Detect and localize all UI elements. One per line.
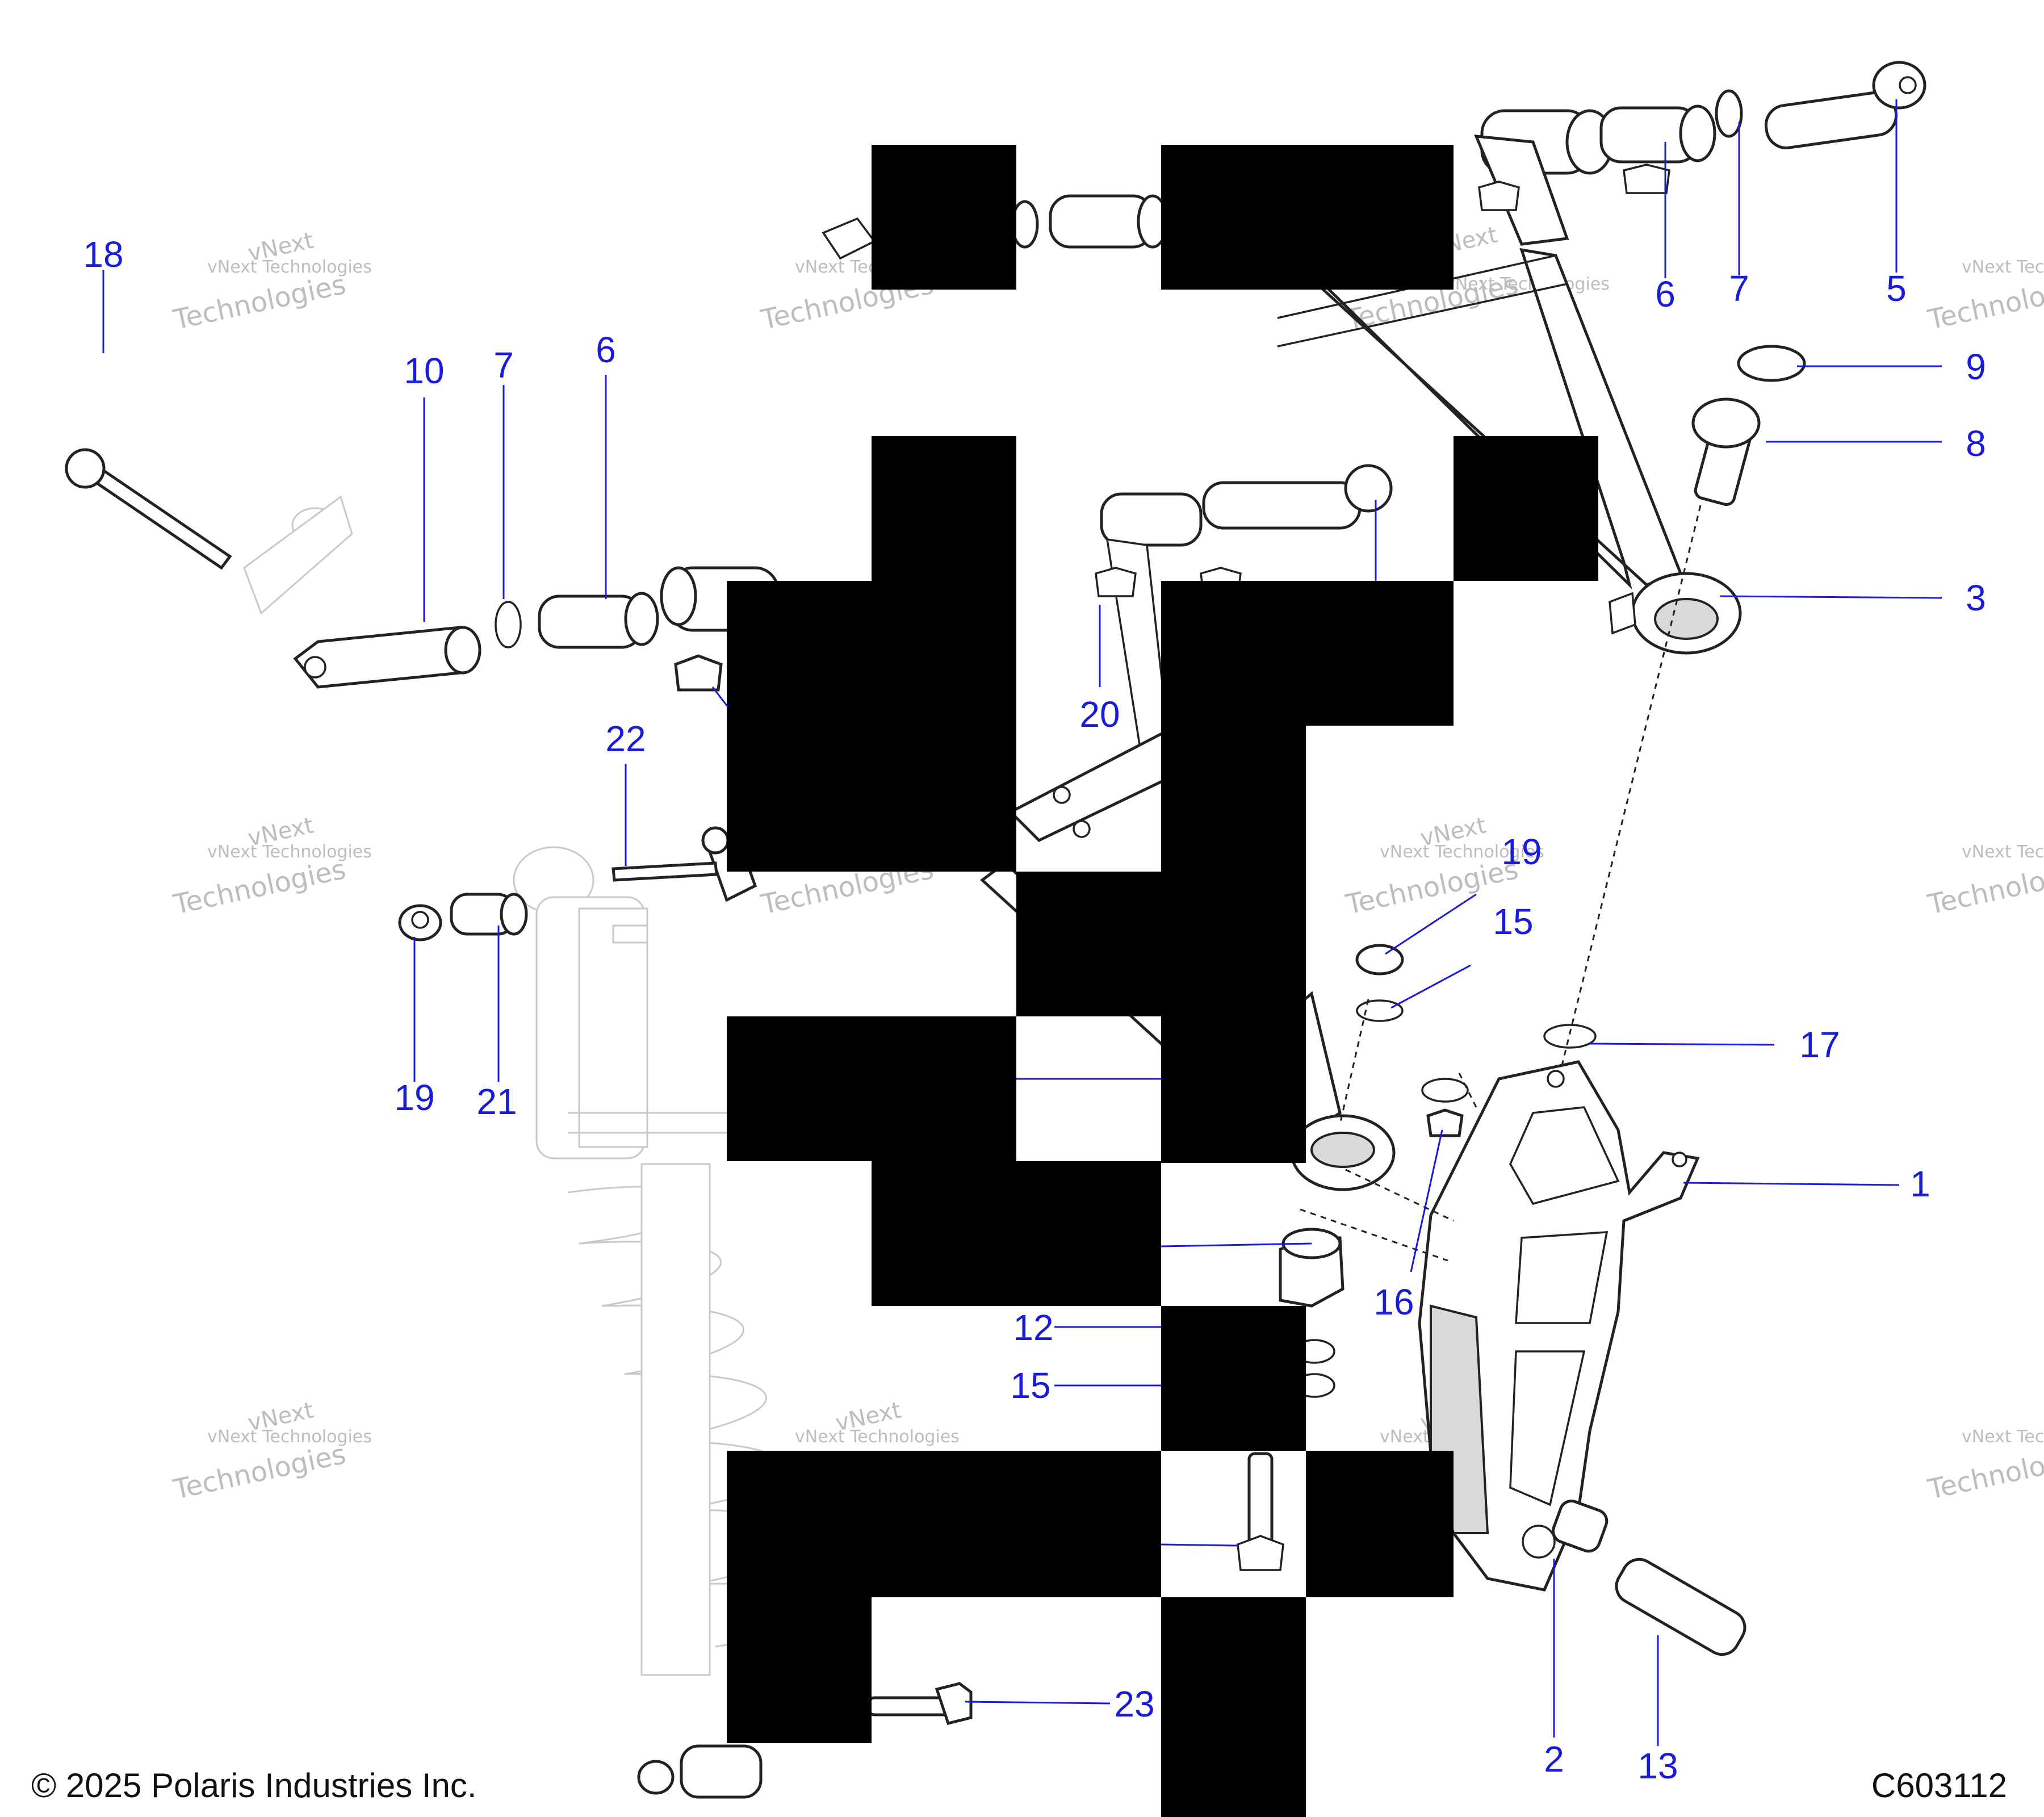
- callout-17: 17: [1799, 1024, 1840, 1065]
- watermark-4: vNext Technologies Technologies: [1925, 257, 2044, 336]
- watermark-text: vNext Technologies: [207, 842, 372, 862]
- redaction-block: [1161, 581, 1454, 726]
- redaction-block: [872, 1161, 1161, 1306]
- watermark-10: vNext vNext Technologies: [795, 1397, 960, 1447]
- watermark-text: vNext Technologies: [1962, 257, 2044, 277]
- callout-7: 7: [493, 345, 514, 386]
- redaction-block: [1161, 1306, 1306, 1451]
- callout-8: 8: [1966, 423, 1986, 464]
- watermarks: vNext vNext Technologies Technologies vN…: [170, 221, 2044, 1505]
- top-center-hardware: [822, 194, 1168, 260]
- watermark-1: vNext vNext Technologies Technologies: [170, 227, 372, 336]
- redaction-block: [872, 436, 1016, 584]
- callout-10: 10: [404, 350, 444, 391]
- callout-19: 19: [394, 1077, 434, 1118]
- callout-2: 2: [1544, 1739, 1564, 1780]
- watermark-5: vNext vNext Technologies Technologies: [170, 812, 372, 920]
- callout-1: 1: [1910, 1163, 1930, 1204]
- redaction-blocks: [727, 145, 1598, 1817]
- watermark-text: Technologies: [170, 1438, 349, 1506]
- figure-code: C603112: [1871, 1766, 2007, 1805]
- shock-mount-hardware: [398, 893, 528, 941]
- callout-6: 6: [1655, 274, 1676, 315]
- watermark-text: vNext Technologies: [1445, 274, 1610, 294]
- redaction-block: [1306, 1451, 1454, 1597]
- watermark-text: Technologies: [1925, 1438, 2044, 1506]
- redaction-block: [1454, 436, 1598, 581]
- watermark-text: vNext Technologies: [207, 257, 372, 277]
- callout-9: 9: [1966, 346, 1986, 387]
- watermark-text: Technologies: [1925, 269, 2044, 336]
- assembly-centerlines: [1300, 505, 1702, 1262]
- shock-absorber-ghost: [243, 495, 820, 1676]
- callout-20: 20: [1079, 694, 1120, 735]
- watermark-text: Technologies: [1925, 853, 2044, 921]
- watermark-9: vNext vNext Technologies Technologies: [170, 1397, 372, 1505]
- watermark-text: vNext Technologies: [207, 1427, 372, 1447]
- redaction-block: [727, 581, 1016, 872]
- watermark-12: vNext Technologies Technologies: [1925, 1427, 2044, 1506]
- redaction-block: [727, 1016, 1016, 1161]
- watermark-text: vNext Technologies: [795, 1427, 960, 1447]
- redaction-block: [727, 1451, 1161, 1597]
- copyright-notice: © 2025 Polaris Industries Inc.: [31, 1766, 477, 1805]
- redaction-block: [727, 1597, 872, 1743]
- callout-labels: 18 10 7 6 6 7 5 9 8 3 20 22 19 15 17 1 1…: [83, 234, 1986, 1786]
- callout-15: 15: [1493, 901, 1533, 942]
- redaction-block: [872, 145, 1016, 290]
- callout-5: 5: [1886, 268, 1907, 309]
- watermark-text: Technologies: [170, 853, 349, 921]
- callout-6: 6: [596, 329, 616, 370]
- watermark-text: vNext Technologies: [1962, 1427, 2044, 1447]
- callout-7: 7: [1729, 268, 1749, 309]
- watermark-text: vNext Technologies: [1380, 842, 1544, 862]
- callout-21: 21: [476, 1081, 517, 1122]
- watermark-text: vNext Technologies: [1962, 842, 2044, 862]
- watermark-text: Technologies: [170, 269, 349, 336]
- callout-3: 3: [1966, 577, 1986, 618]
- left-pivot-hardware: [65, 448, 780, 692]
- callout-16: 16: [1373, 1282, 1414, 1322]
- callout-23: 23: [1114, 1684, 1154, 1724]
- callout-18: 18: [83, 234, 123, 275]
- callout-12: 12: [1013, 1307, 1053, 1348]
- redaction-block: [1016, 872, 1161, 1016]
- callout-15: 15: [1010, 1365, 1050, 1406]
- redaction-block: [1161, 145, 1454, 290]
- redaction-block: [1161, 1597, 1306, 1817]
- callout-22: 22: [605, 718, 646, 759]
- callout-19: 19: [1501, 831, 1542, 872]
- knuckle: [1418, 1060, 1700, 1592]
- leader-lines: [102, 99, 1942, 1746]
- callout-13: 13: [1637, 1745, 1678, 1786]
- watermark-8: vNext Technologies Technologies: [1925, 842, 2044, 921]
- redaction-block: [1161, 726, 1306, 1163]
